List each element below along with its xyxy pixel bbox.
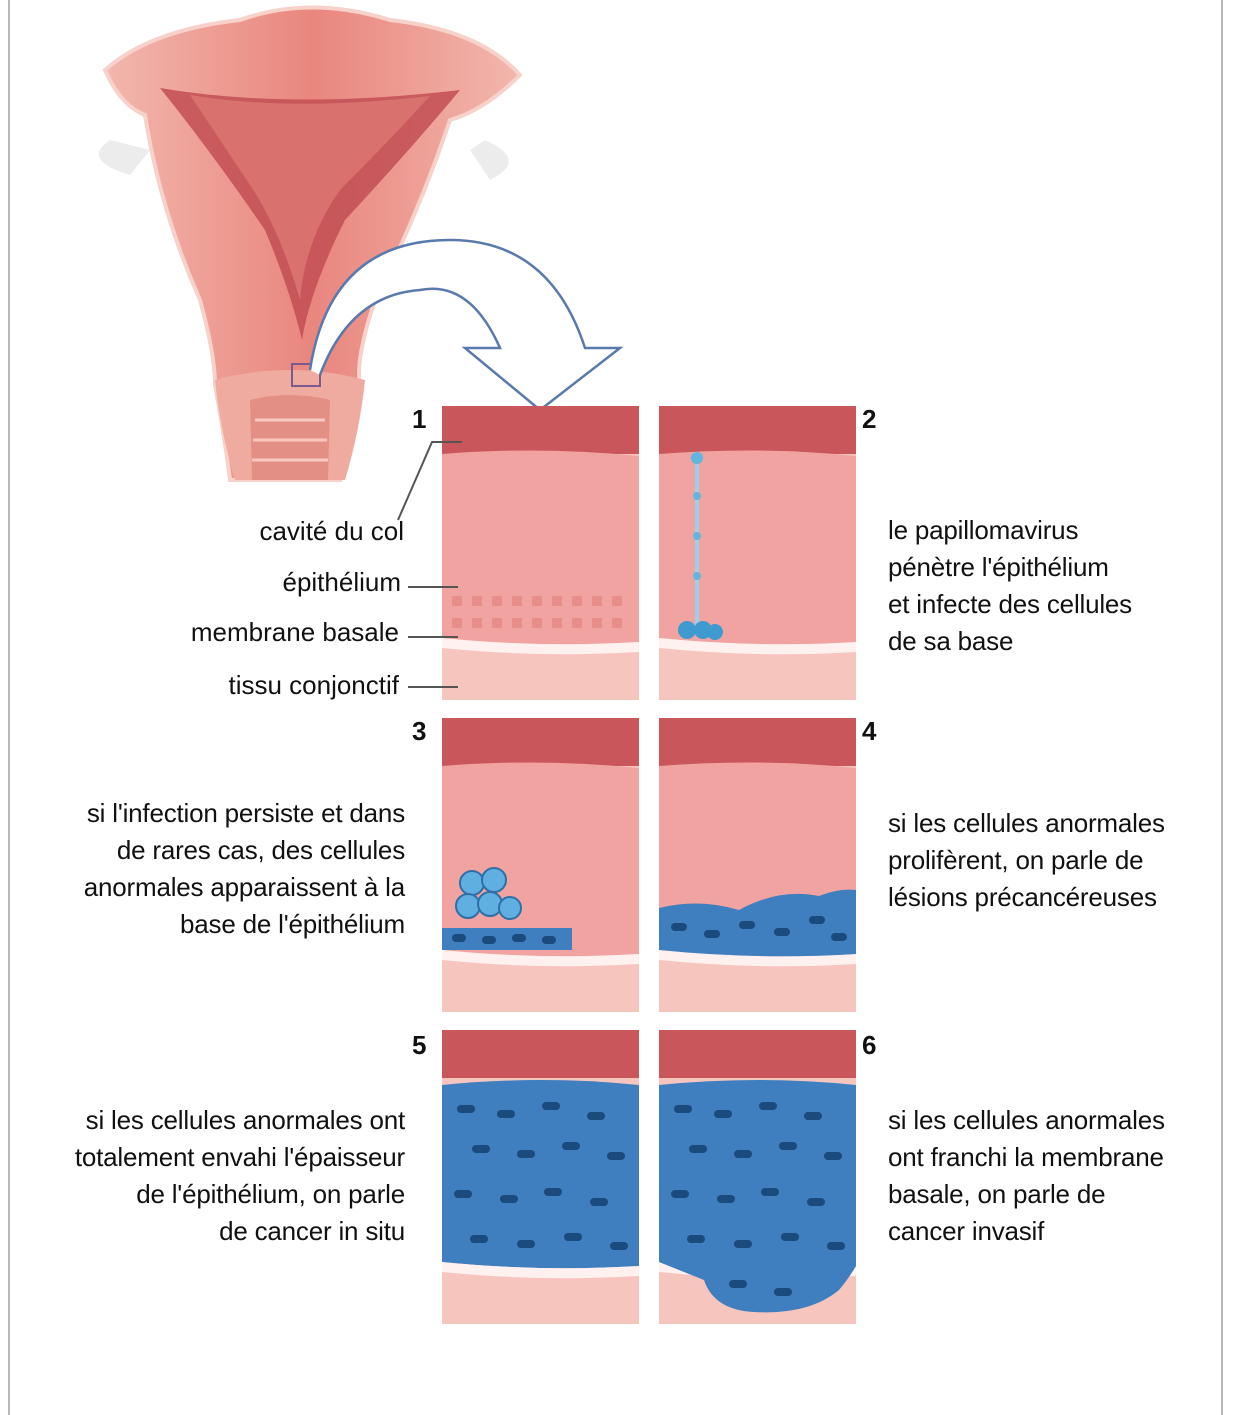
caption-4-line: prolifèrent, on parle de bbox=[888, 842, 1165, 879]
caption-6-line: si les cellules anormales bbox=[888, 1102, 1165, 1139]
caption-5-line: de l'épithélium, on parle bbox=[75, 1176, 405, 1213]
caption-3-line: de rares cas, des cellules bbox=[84, 832, 405, 869]
caption-4: si les cellules anormales prolifèrent, o… bbox=[888, 805, 1165, 916]
caption-6-line: basale, on parle de bbox=[888, 1176, 1165, 1213]
caption-2-line: le papillomavirus bbox=[888, 512, 1132, 549]
caption-6-line: cancer invasif bbox=[888, 1213, 1165, 1250]
caption-3-line: si l'infection persiste et dans bbox=[84, 795, 405, 832]
caption-5-line: de cancer in situ bbox=[75, 1213, 405, 1250]
caption-5-line: totalement envahi l'épaisseur bbox=[75, 1139, 405, 1176]
caption-3-line: base de l'épithélium bbox=[84, 906, 405, 943]
caption-2-line: pénètre l'épithélium bbox=[888, 549, 1132, 586]
caption-6-line: ont franchi la membrane bbox=[888, 1139, 1165, 1176]
caption-5: si les cellules anormales ont totalement… bbox=[75, 1102, 405, 1250]
caption-6: si les cellules anormales ont franchi la… bbox=[888, 1102, 1165, 1250]
caption-5-line: si les cellules anormales ont bbox=[75, 1102, 405, 1139]
caption-2: le papillomavirus pénètre l'épithélium e… bbox=[888, 512, 1132, 660]
caption-2-line: et infecte des cellules bbox=[888, 586, 1132, 623]
caption-2-line: de sa base bbox=[888, 623, 1132, 660]
caption-3: si l'infection persiste et dans de rares… bbox=[84, 795, 405, 943]
caption-4-line: lésions précancéreuses bbox=[888, 879, 1165, 916]
caption-4-line: si les cellules anormales bbox=[888, 805, 1165, 842]
caption-3-line: anormales apparaissent à la bbox=[84, 869, 405, 906]
